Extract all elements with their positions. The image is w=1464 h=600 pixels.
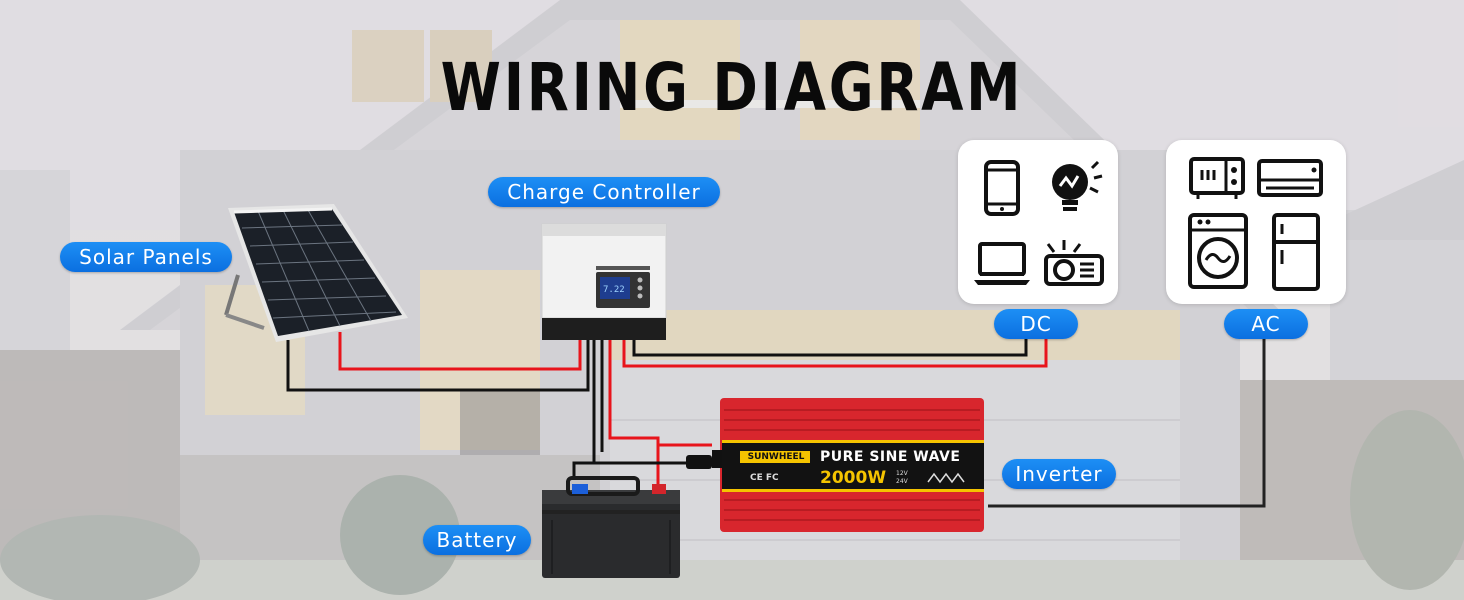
wire-solar-positive <box>338 332 582 371</box>
label-charge-controller: Charge Controller <box>488 177 720 207</box>
battery-device <box>542 476 680 578</box>
air-conditioner-icon <box>1257 159 1323 197</box>
smartphone-icon <box>984 160 1020 216</box>
page-title: WIRING DIAGRAM <box>440 49 1024 126</box>
inverter-volt-12: 12V <box>896 470 908 477</box>
label-solar-panels: Solar Panels <box>60 242 232 272</box>
wire-solar-negative <box>286 340 590 392</box>
label-ac: AC <box>1224 309 1308 339</box>
dc-devices-card <box>958 140 1118 304</box>
ac-devices-card <box>1166 140 1346 304</box>
laptop-icon <box>974 242 1030 285</box>
inverter-wave-text: PURE SINE WAVE <box>820 449 961 465</box>
label-dc: DC <box>994 309 1078 339</box>
label-inverter: Inverter <box>1002 459 1116 489</box>
inverter-brand: SUNWHEEL <box>747 452 805 462</box>
inverter-device: SUNWHEEL PURE SINE WAVE CE FC 2000W 12V … <box>712 396 988 534</box>
light-bulb-icon <box>1052 160 1103 211</box>
refrigerator-icon <box>1272 213 1320 291</box>
inverter-certs: CE FC <box>750 473 779 483</box>
inverter-connector <box>686 455 712 469</box>
label-battery: Battery <box>423 525 531 555</box>
wire-battery-negative <box>572 340 596 480</box>
solar-panel <box>224 204 408 342</box>
wire-dc-negative <box>632 338 1028 357</box>
microwave-icon <box>1189 157 1245 199</box>
charge-controller: 7.22 <box>541 223 667 340</box>
inverter-volt-24: 24V <box>896 478 908 485</box>
washing-machine-icon <box>1188 213 1248 289</box>
wire-ac <box>988 338 1266 508</box>
svg-text:7.22: 7.22 <box>603 285 625 295</box>
wire-dc-positive <box>622 338 1048 368</box>
inverter-power: 2000W <box>820 468 887 488</box>
projector-icon <box>1044 240 1104 286</box>
